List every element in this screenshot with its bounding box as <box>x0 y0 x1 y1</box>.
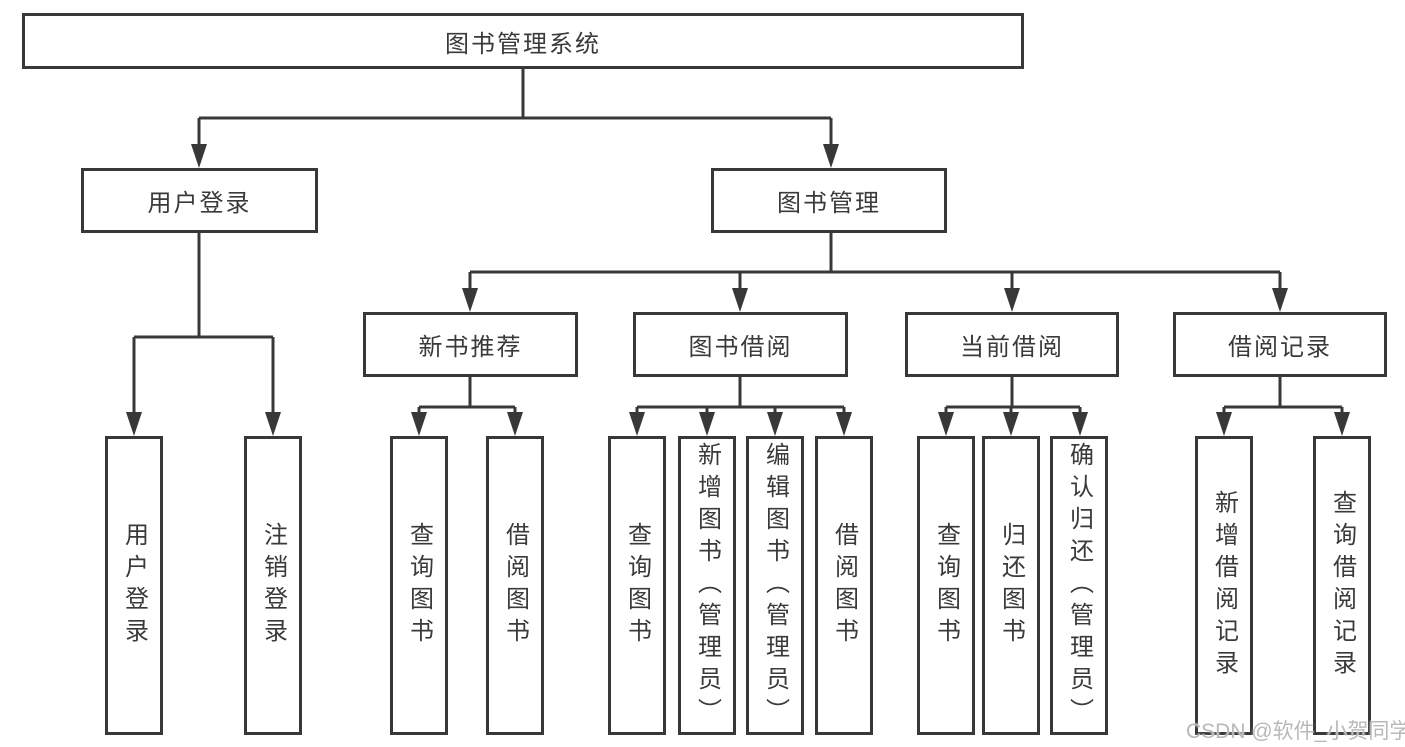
node-library-management-system: 图书管理系统 <box>22 13 1024 69</box>
node-user-login: 用户登录 <box>81 168 318 233</box>
node-label: 归还图书 <box>997 521 1025 650</box>
node-label: 当前借阅 <box>960 334 1064 361</box>
node-label: 借阅记录 <box>1228 334 1332 361</box>
node-label: 图书管理 <box>777 190 881 217</box>
leaf-add-book-admin: 新增图书（管理员） <box>678 436 736 735</box>
node-label: 用户登录 <box>147 190 252 217</box>
node-label: 用户登录 <box>120 521 148 650</box>
leaf-query-borrow-record: 查询借阅记录 <box>1313 436 1371 735</box>
leaf-logout-login: 注销登录 <box>244 436 302 735</box>
leaf-add-borrow-record: 新增借阅记录 <box>1195 436 1253 735</box>
node-label: 查询图书 <box>623 521 651 650</box>
leaf-confirm-return-admin: 确认归还（管理员） <box>1050 436 1108 735</box>
node-label: 借阅图书 <box>830 521 858 650</box>
node-label: 新书推荐 <box>418 334 523 361</box>
leaf-borrow-book-recommend: 借阅图书 <box>486 436 544 735</box>
leaf-borrow-book: 借阅图书 <box>815 436 873 735</box>
node-label: 图书借阅 <box>688 334 793 361</box>
leaf-return-book: 归还图书 <box>982 436 1040 735</box>
leaf-query-book-current: 查询图书 <box>917 436 975 735</box>
node-book-borrow: 图书借阅 <box>633 312 848 377</box>
node-label: 新增图书（管理员） <box>693 441 721 730</box>
node-new-book-recommend: 新书推荐 <box>363 312 578 377</box>
leaf-user-login: 用户登录 <box>105 436 163 735</box>
node-label: 查询图书 <box>405 521 433 650</box>
node-label: 查询图书 <box>932 521 960 650</box>
node-label: 借阅图书 <box>501 521 529 650</box>
node-book-management: 图书管理 <box>711 168 947 233</box>
node-label: 编辑图书（管理员） <box>761 441 789 730</box>
node-borrow-record: 借阅记录 <box>1173 312 1387 377</box>
leaf-query-book-recommend: 查询图书 <box>390 436 448 735</box>
leaf-edit-book-admin: 编辑图书（管理员） <box>746 436 804 735</box>
csdn-watermark: CSDN @软件_小贺同学 <box>1186 720 1405 743</box>
node-label: 新增借阅记录 <box>1210 489 1238 682</box>
leaf-query-book-borrow: 查询图书 <box>608 436 666 735</box>
node-label: 查询借阅记录 <box>1328 489 1356 682</box>
node-label: 注销登录 <box>259 521 287 650</box>
node-label: 图书管理系统 <box>445 30 601 58</box>
node-current-borrow: 当前借阅 <box>905 312 1119 377</box>
node-label: 确认归还（管理员） <box>1065 441 1093 730</box>
